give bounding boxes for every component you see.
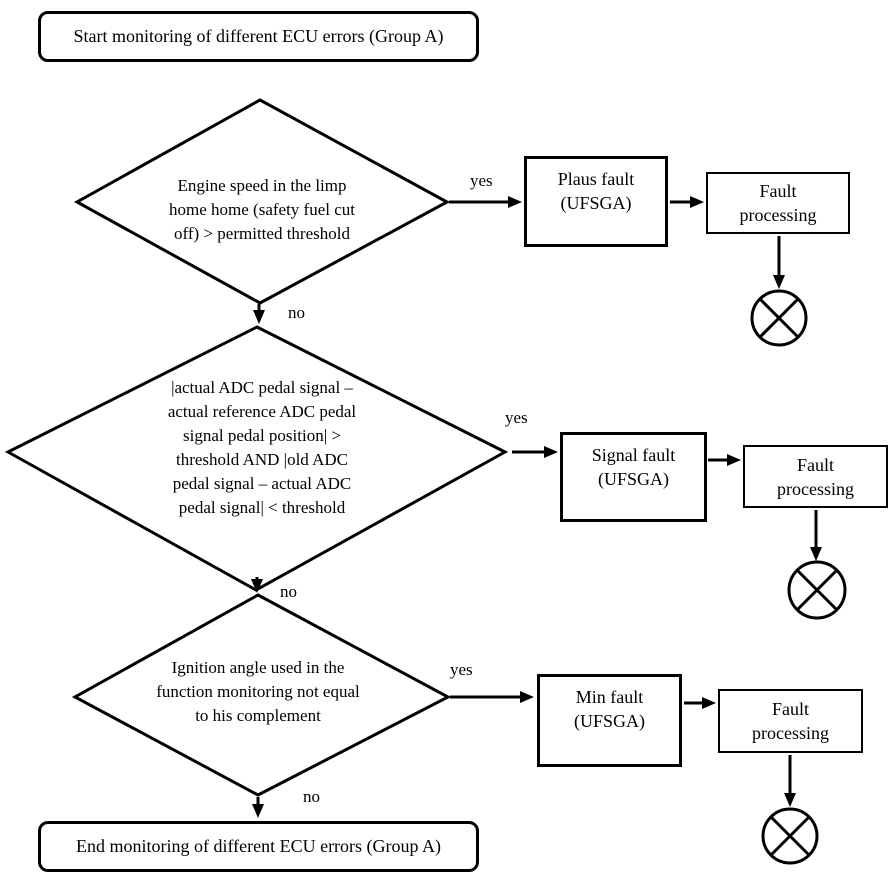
fault-box-line: Signal fault	[591, 445, 676, 465]
decision-1-diamond	[73, 98, 451, 305]
processing-box-line: Fault	[759, 181, 797, 201]
processing-box-line: processing	[777, 478, 854, 499]
no-label-2: no	[280, 582, 297, 601]
start-terminator-label: Start monitoring of different ECU errors…	[73, 26, 444, 46]
decision-2-line: actual reference ADC pedal	[167, 402, 357, 421]
decision-2-line: pedal signal – actual ADC	[172, 474, 352, 493]
yes-label-2: yes	[505, 408, 528, 427]
decision-2-line: threshold AND |old ADC	[176, 450, 348, 469]
decision-3-line: Ignition angle used in the	[171, 658, 345, 677]
plaus-fault-box: Plaus fault (UFSGA)	[524, 156, 668, 247]
decision-3-line: function monitoring not equal	[156, 682, 360, 701]
decision-2-line: signal pedal position| >	[183, 426, 341, 445]
fault-box-line: Min fault	[575, 687, 644, 707]
signal-fault-box: Signal fault (UFSGA)	[560, 432, 707, 522]
crossed-circle-icon	[761, 807, 819, 865]
yes-label-1: yes	[470, 171, 493, 190]
processing-box-line: processing	[752, 723, 829, 743]
decision-1-line: off) > permitted threshold	[174, 224, 350, 243]
decision-2-line: |actual ADC pedal signal –	[171, 378, 353, 397]
processing-box-line: processing	[739, 205, 817, 225]
decision-2-line: pedal signal| < threshold	[178, 498, 346, 517]
decision-3-line: to his complement	[195, 706, 321, 725]
decision-3-diamond	[71, 593, 452, 797]
yes-label-3: yes	[450, 660, 473, 679]
end-terminator-label: End monitoring of different ECU errors (…	[75, 836, 442, 856]
processing-box-line: Fault	[771, 699, 809, 719]
no-label-1: no	[288, 303, 305, 322]
fault-box-line: Plaus fault	[557, 169, 635, 189]
decision-2-text: |actual ADC pedal signal – actual refere…	[107, 376, 417, 520]
decision-1-text: Engine speed in the limp home home (safe…	[112, 174, 412, 246]
start-terminator: Start monitoring of different ECU errors…	[38, 11, 479, 62]
decision-1-line: home home (safety fuel cut	[169, 200, 355, 219]
fault-box-line: (UFSGA)	[573, 711, 645, 731]
decision-1-line: Engine speed in the limp	[177, 176, 347, 195]
crossed-circle-icon	[787, 560, 847, 620]
no-label-3: no	[303, 787, 320, 806]
crossed-circle-icon	[750, 289, 808, 347]
min-fault-box: Min fault (UFSGA)	[537, 674, 682, 767]
processing-box-line: Fault	[796, 454, 834, 475]
fault-processing-box-2: Fault processing	[743, 445, 888, 508]
fault-processing-box-1: Fault processing	[706, 172, 850, 234]
fault-box-line: (UFSGA)	[560, 193, 632, 213]
fault-processing-box-3: Fault processing	[718, 689, 863, 753]
end-terminator: End monitoring of different ECU errors (…	[38, 821, 479, 872]
fault-box-line: (UFSGA)	[597, 469, 669, 489]
decision-3-text: Ignition angle used in the function moni…	[108, 656, 408, 728]
